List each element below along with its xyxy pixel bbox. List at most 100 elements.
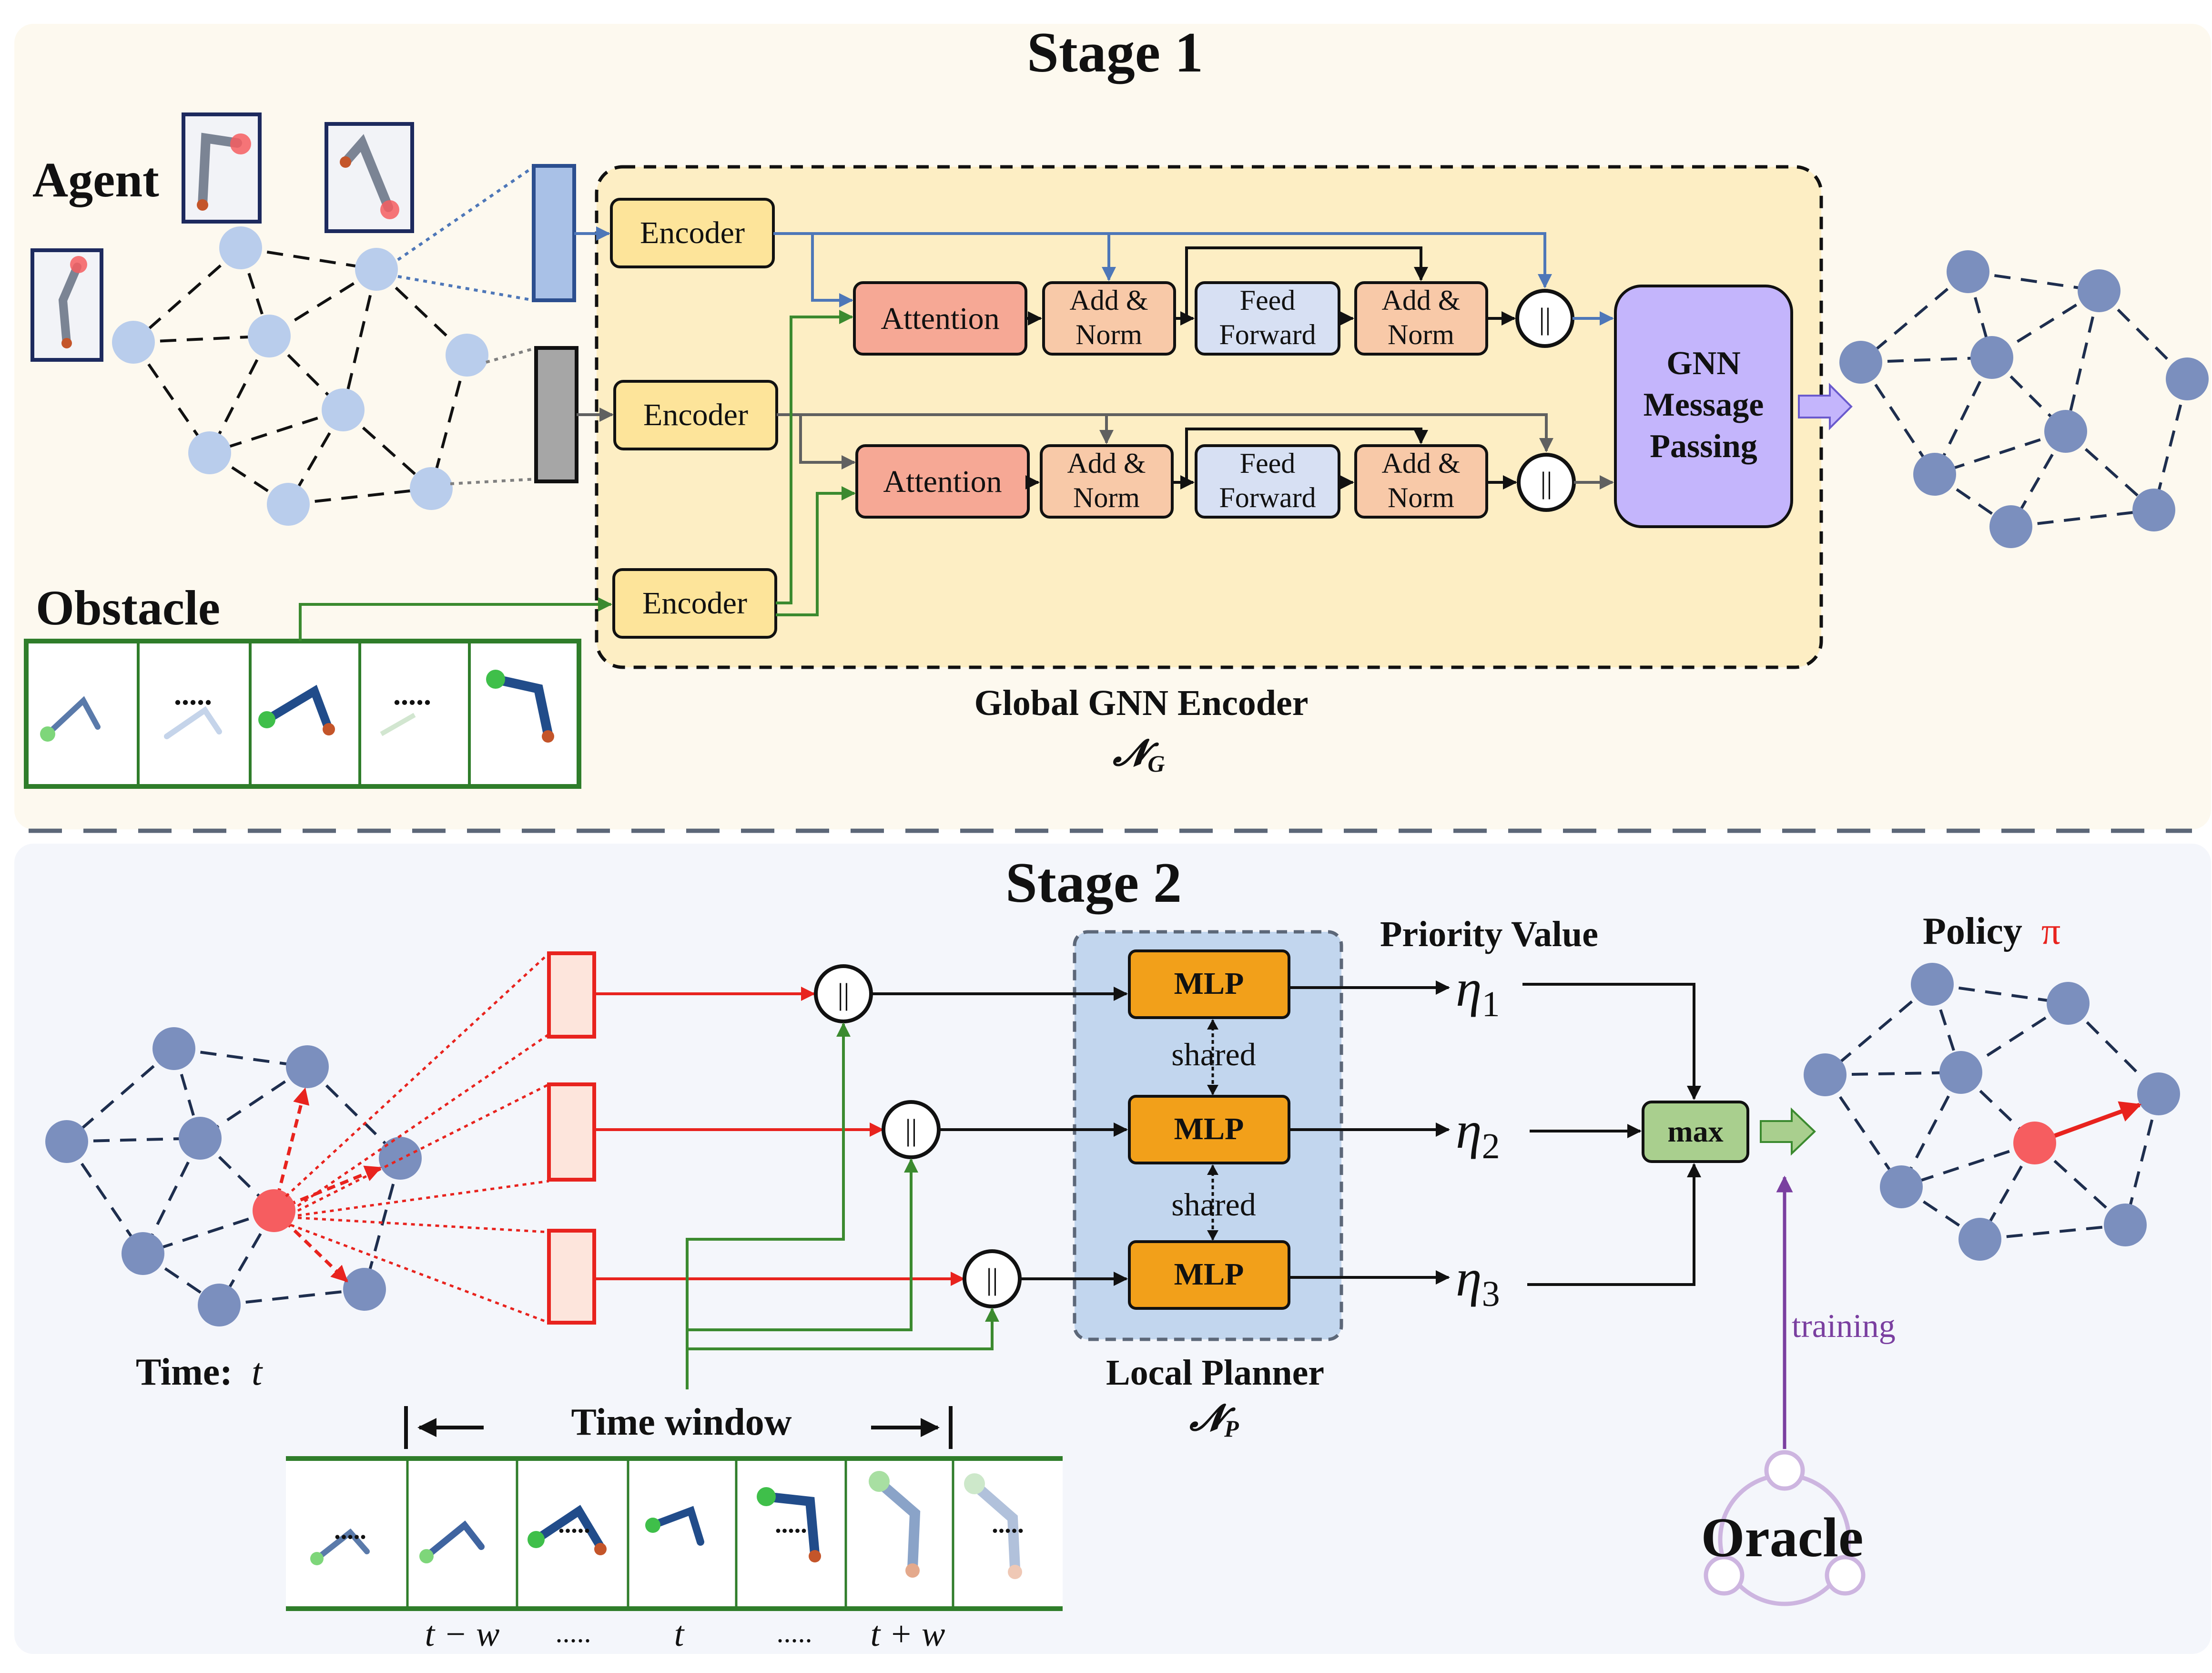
svg-text:||: || [837,977,850,1011]
timeline-label-t-plus-w: t + w [871,1615,945,1654]
stage2-title: Stage 2 [1005,851,1182,915]
svg-text:Attention: Attention [883,464,1002,499]
agent-thumbnail-2 [325,122,414,233]
max-block: max [1642,1101,1749,1163]
feature-projection-lines [397,165,537,485]
stage2-concat-node-3: || [963,1249,1022,1308]
mlp-block-2: MLP [1128,1095,1290,1164]
stage1-flow-neighbor [577,408,1614,490]
stage1-output-graph-nodes [1839,250,2209,548]
stage2-output-graph-nodes [1804,963,2180,1261]
feed-forward-block-1: Feed Forward [1195,281,1340,356]
agent-thumbnail-1 [182,112,262,224]
candidate-feature-bar-2 [547,1082,596,1182]
current-agent-node [253,1189,295,1232]
svg-text:Norm: Norm [1073,482,1140,513]
stage1-title: Stage 1 [1027,20,1203,84]
svg-text:Encoder: Encoder [643,398,748,432]
timeline-label-dots-1: ..... [556,1617,591,1648]
time-window-brackets [404,1406,953,1449]
eta-to-max-arrows [1522,983,1701,1286]
stage2-candidate-flow [594,987,965,1286]
stage1-output-graph-edges [1859,270,2189,528]
svg-text:Encoder: Encoder [642,586,747,621]
concat-node-1: || [1515,289,1574,348]
svg-text:max: max [1667,1114,1723,1148]
policy-agent-node [2013,1122,2056,1164]
mlp-to-eta-arrows [1289,980,1450,1285]
gnn-message-passing-block: GNN Message Passing [1614,285,1793,528]
svg-text:MLP: MLP [1174,966,1244,1001]
svg-text:||: || [1539,302,1551,336]
frame-dots-3: ..... [775,1510,807,1538]
svg-text:Attention: Attention [881,301,999,336]
attention-block-agent: Attention [853,281,1027,356]
eta-1: η1 [1456,959,1500,1024]
add-norm-block-4: Add & Norm [1354,444,1488,519]
svg-text:Forward: Forward [1219,319,1316,350]
stage1-input-graph-nodes [112,226,488,526]
svg-text:MLP: MLP [1174,1112,1244,1146]
frame-dots-1: ..... [334,1516,366,1544]
stage2-projection-lines [285,952,550,1324]
candidate-feature-bar-3 [547,1229,596,1325]
oracle-label: Oracle [1701,1506,1864,1569]
svg-text:Norm: Norm [1388,319,1454,350]
obstacle-strip: ..... ..... [24,639,581,789]
agent-label: Agent [32,153,159,207]
time-label: Time:t [136,1351,263,1393]
stage2-concat-node-2: || [882,1100,941,1159]
agent-thumbnail-3 [30,248,103,362]
global-gnn-encoder-caption: Global GNN Encoder [974,683,1309,723]
svg-text:GNN: GNN [1666,345,1741,382]
add-norm-block-2: Add & Norm [1354,281,1488,356]
local-planner-caption: Local Planner [1106,1353,1324,1393]
time-window-strip: ..... ..... ..... ..... [286,1456,1063,1611]
encoder-neighbor: Encoder [613,380,778,450]
attention-block-neighbor: Attention [855,444,1030,519]
stage2-input-graph-nodes [45,1027,422,1326]
timeline-label-dots-2: ..... [777,1617,812,1648]
svg-text:Norm: Norm [1388,482,1454,513]
encoder-obstacle: Encoder [612,568,777,639]
svg-text:Add &: Add & [1070,285,1148,316]
timeline-label-t: t [674,1615,685,1654]
mlp-block-1: MLP [1128,949,1290,1019]
svg-text:||: || [1540,466,1552,500]
feed-forward-block-2: Feed Forward [1195,444,1340,519]
time-window-label: Time window [571,1401,791,1443]
stage1-output-arrow [1798,383,1853,430]
obstacle-label: Obstacle [36,581,220,635]
oracle-icon [1704,1450,1866,1606]
svg-text:||: || [905,1113,917,1147]
eta-3: η3 [1456,1249,1500,1314]
eta-2: η2 [1456,1101,1500,1166]
training-label: training [1792,1308,1896,1345]
timeline-label-t-minus-w: t − w [425,1615,500,1654]
concat-node-2: || [1517,453,1576,512]
agent-feature-bar [532,164,576,302]
priority-value-label: Priority Value [1380,914,1598,954]
svg-text:Forward: Forward [1219,482,1316,513]
svg-text:Norm: Norm [1076,319,1142,350]
svg-text:||: || [986,1262,998,1296]
mlp-block-3: MLP [1128,1240,1290,1310]
add-norm-block-3: Add & Norm [1040,444,1174,519]
stage1-flow-obstacle [299,310,856,641]
stage2-concat-node-1: || [814,964,873,1023]
frame-dots-2: ..... [558,1510,590,1538]
svg-text:Add &: Add & [1067,448,1146,479]
svg-text:Feed: Feed [1240,448,1296,479]
neighbor-feature-bar [534,346,578,483]
stage1-feedforward-links [1025,246,1517,490]
candidate-feature-bar-1 [547,951,596,1039]
obstacle-dots-1: ..... [174,677,212,711]
encoder-agent: Encoder [610,198,775,268]
svg-text:Add &: Add & [1382,448,1461,479]
svg-text:Message: Message [1644,387,1764,423]
svg-text:Encoder: Encoder [640,215,745,250]
svg-text:Add &: Add & [1382,285,1461,316]
concat-to-mlp-arrows [871,987,1128,1286]
